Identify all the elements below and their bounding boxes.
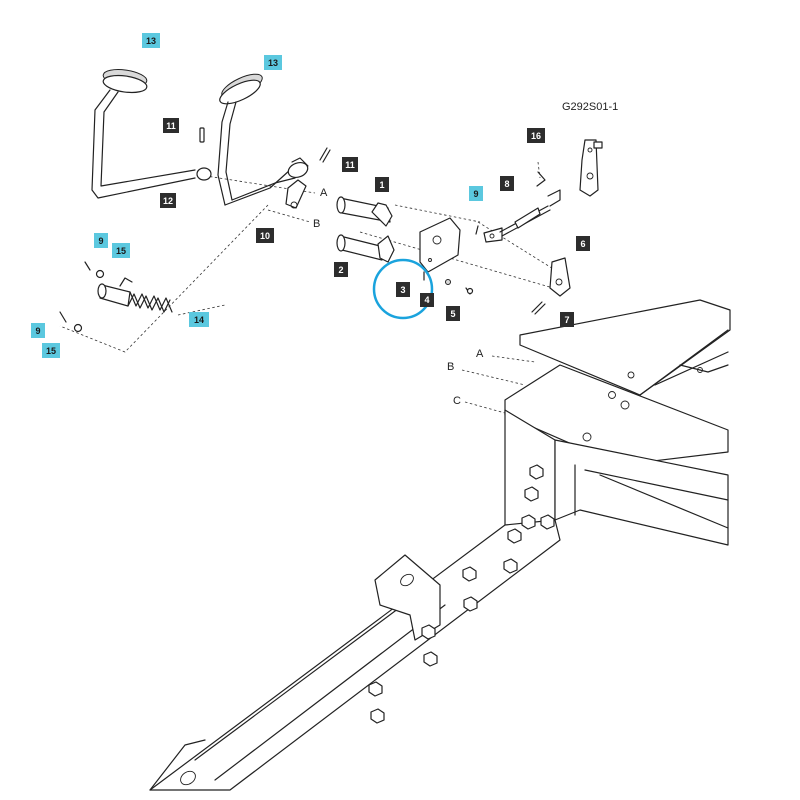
mounting-plate [419, 217, 474, 295]
callout-15a[interactable]: 15 [112, 243, 130, 258]
line-label-a-upper: A [320, 187, 328, 199]
callout-6[interactable]: 6 [576, 236, 590, 251]
line-label-b-upper: B [313, 218, 320, 230]
diagram-code: G292S01-1 [562, 101, 618, 113]
line-label-b-lower: B [447, 361, 454, 373]
callout-10[interactable]: 10 [256, 228, 274, 243]
callout-3[interactable]: 3 [396, 282, 410, 297]
callout-13b[interactable]: 13 [264, 55, 282, 70]
callout-11a[interactable]: 11 [163, 118, 179, 133]
callout-13a[interactable]: 13 [142, 33, 160, 48]
callout-8[interactable]: 8 [500, 176, 514, 191]
svg-text:13: 13 [146, 36, 156, 46]
shafts [336, 196, 395, 263]
highlight-circle [372, 258, 434, 320]
svg-text:4: 4 [424, 295, 429, 305]
line-label-c: C [453, 395, 461, 407]
svg-text:11: 11 [166, 121, 176, 131]
linkage-rods [475, 139, 603, 315]
callout-9c[interactable]: 9 [31, 323, 45, 338]
callout-11b[interactable]: 11 [342, 157, 358, 172]
svg-text:5: 5 [450, 309, 455, 319]
pedal-assembly [91, 69, 331, 209]
callout-15b[interactable]: 15 [42, 343, 60, 358]
spring-assembly [59, 261, 173, 333]
frame-bolts [368, 464, 555, 724]
svg-text:15: 15 [116, 246, 126, 256]
svg-text:8: 8 [504, 179, 509, 189]
svg-text:3: 3 [400, 285, 405, 295]
callout-16[interactable]: 16 [527, 128, 545, 143]
callout-12[interactable]: 12 [160, 193, 176, 208]
svg-text:15: 15 [46, 346, 56, 356]
callout-14[interactable]: 14 [189, 312, 209, 327]
svg-text:7: 7 [564, 315, 569, 325]
callout-9b[interactable]: 9 [94, 233, 108, 248]
svg-text:11: 11 [345, 160, 355, 170]
callout-7[interactable]: 7 [560, 312, 574, 327]
svg-text:13: 13 [268, 58, 278, 68]
spring-coil [127, 291, 173, 313]
svg-text:6: 6 [580, 239, 585, 249]
svg-text:2: 2 [338, 265, 343, 275]
line-label-a-lower: A [476, 348, 484, 360]
callout-1[interactable]: 1 [375, 177, 389, 192]
svg-text:10: 10 [260, 231, 270, 241]
svg-text:9: 9 [98, 236, 103, 246]
svg-text:14: 14 [194, 315, 204, 325]
callout-5[interactable]: 5 [446, 306, 460, 321]
assembly-lines [59, 161, 591, 414]
callout-4[interactable]: 4 [420, 293, 434, 307]
svg-text:9: 9 [35, 326, 40, 336]
svg-text:12: 12 [163, 196, 173, 206]
chassis-frame [149, 299, 731, 791]
svg-text:9: 9 [473, 189, 478, 199]
callout-9a[interactable]: 9 [469, 186, 483, 201]
svg-text:1: 1 [379, 180, 384, 190]
callout-2[interactable]: 2 [334, 262, 348, 277]
svg-text:16: 16 [531, 131, 541, 141]
